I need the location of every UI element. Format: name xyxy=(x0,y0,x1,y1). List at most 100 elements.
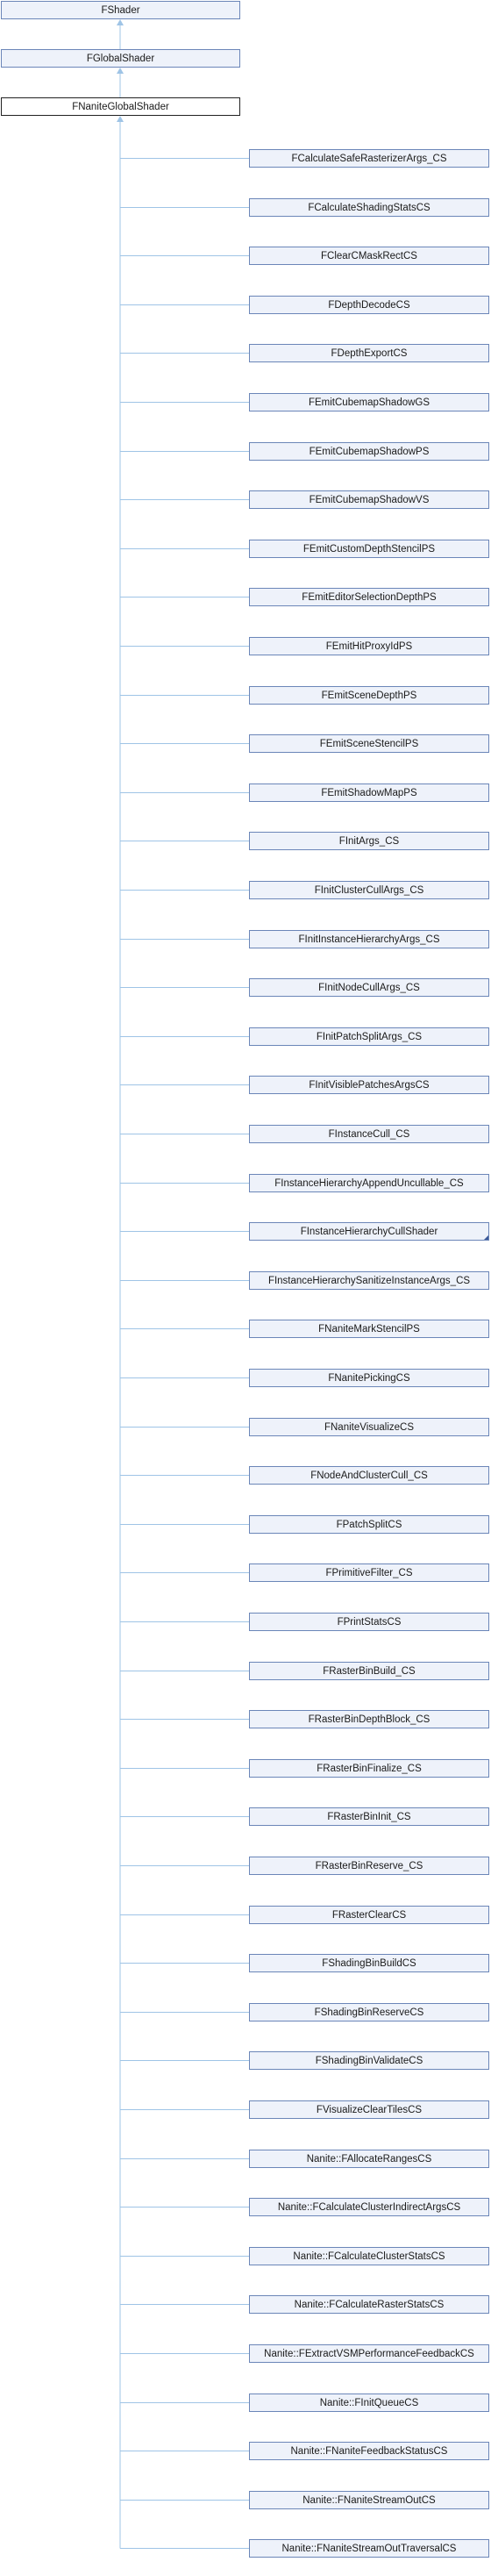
class-name-label: FCalculateShadingStatsCS xyxy=(308,202,431,213)
class-name-label: FEmitCustomDepthStencilPS xyxy=(302,543,436,555)
class-name-label: FPrimitiveFilter_CS xyxy=(325,1567,413,1578)
class-node-nanite-finitqueuecs[interactable]: Nanite::FInitQueueCS xyxy=(249,2394,489,2412)
class-node-frasterbinbuild-cs[interactable]: FRasterBinBuild_CS xyxy=(249,1662,489,1680)
class-node-femitscenestencilps[interactable]: FEmitSceneStencilPS xyxy=(249,734,489,753)
class-name-label: FShadingBinValidateCS xyxy=(315,2055,423,2066)
class-node-fcalculateshadingstatscs[interactable]: FCalculateShadingStatsCS xyxy=(249,198,489,217)
class-node-frasterbininit-cs[interactable]: FRasterBinInit_CS xyxy=(249,1807,489,1826)
class-name-label: FEmitEditorSelectionDepthPS xyxy=(302,591,437,603)
class-name-label: FInitNodeCullArgs_CS xyxy=(318,982,420,993)
class-node-finitpatchsplitargs-cs[interactable]: FInitPatchSplitArgs_CS xyxy=(249,1027,489,1046)
class-name-label: FDepthDecodeCS xyxy=(328,299,410,311)
class-name-label: Nanite::FNaniteFeedbackStatusCS xyxy=(290,2445,448,2457)
class-node-finitinstancehierarchyargs-cs[interactable]: FInitInstanceHierarchyArgs_CS xyxy=(249,930,489,948)
class-node-finstancehierarchycullshader[interactable]: FInstanceHierarchyCullShader xyxy=(249,1222,489,1241)
class-node-fprimitivefilter-cs[interactable]: FPrimitiveFilter_CS xyxy=(249,1563,489,1582)
class-node-finitclustercullargs-cs[interactable]: FInitClusterCullArgs_CS xyxy=(249,881,489,899)
class-name-label: FEmitSceneStencilPS xyxy=(319,738,419,749)
class-name-label: FInstanceHierarchyCullShader xyxy=(300,1226,438,1237)
class-name-label: FDepthExportCS xyxy=(331,347,408,359)
class-name-label: Nanite::FCalculateClusterStatsCS xyxy=(293,2250,445,2262)
class-node-frasterclearcs[interactable]: FRasterClearCS xyxy=(249,1906,489,1924)
class-name-label: Nanite::FInitQueueCS xyxy=(319,2397,419,2408)
class-node-finitnodecullargs-cs[interactable]: FInitNodeCullArgs_CS xyxy=(249,978,489,997)
class-name-label: FPrintStatsCS xyxy=(337,1616,402,1628)
class-node-nanite-fcalculateclusterindirectargscs[interactable]: Nanite::FCalculateClusterIndirectArgsCS xyxy=(249,2198,489,2216)
class-name-label: FInitArgs_CS xyxy=(338,835,400,847)
class-node-frasterbinreserve-cs[interactable]: FRasterBinReserve_CS xyxy=(249,1857,489,1875)
class-name-label: FInstanceHierarchyAppendUncullable_CS xyxy=(274,1177,464,1189)
class-node-fprintstatscs[interactable]: FPrintStatsCS xyxy=(249,1613,489,1631)
class-name-label: FInstanceHierarchySanitizeInstanceArgs_C… xyxy=(267,1275,471,1286)
class-name-label: FRasterBinInit_CS xyxy=(327,1811,411,1822)
class-node-finstancecull-cs[interactable]: FInstanceCull_CS xyxy=(249,1125,489,1143)
class-node-fnanitevisualizecs[interactable]: FNaniteVisualizeCS xyxy=(249,1418,489,1436)
class-node-femitscenedepthps[interactable]: FEmitSceneDepthPS xyxy=(249,686,489,705)
class-name-label: FNaniteMarkStencilPS xyxy=(318,1323,420,1335)
inheritance-arrowhead xyxy=(117,19,124,25)
class-node-nanite-fnanitestreamouttraversalcs[interactable]: Nanite::FNaniteStreamOutTraversalCS xyxy=(249,2539,489,2558)
class-node-femitcubemapshadowps[interactable]: FEmitCubemapShadowPS xyxy=(249,442,489,461)
class-name-label: FPatchSplitCS xyxy=(336,1519,402,1530)
class-node-nanite-fcalculateclusterstatscs[interactable]: Nanite::FCalculateClusterStatsCS xyxy=(249,2247,489,2265)
class-name-label: Nanite::FNaniteStreamOutCS xyxy=(302,2494,436,2506)
class-node-frasterbinfinalize-cs[interactable]: FRasterBinFinalize_CS xyxy=(249,1759,489,1778)
class-name-label: FVisualizeClearTilesCS xyxy=(316,2104,423,2115)
class-name-label: Nanite::FCalculateRasterStatsCS xyxy=(294,2299,445,2310)
class-node-femitcustomdepthstencilps[interactable]: FEmitCustomDepthStencilPS xyxy=(249,540,489,558)
class-name-label: FRasterBinBuild_CS xyxy=(323,1665,416,1677)
expand-corner-icon[interactable] xyxy=(484,1235,488,1240)
class-name-label: FEmitCubemapShadowVS xyxy=(309,494,430,505)
class-name-label: Nanite::FCalculateClusterIndirectArgsCS xyxy=(277,2201,461,2213)
class-node-fglobalshader[interactable]: FGlobalShader xyxy=(1,49,240,68)
class-node-finitargs-cs[interactable]: FInitArgs_CS xyxy=(249,832,489,850)
class-name-label: FRasterBinReserve_CS xyxy=(315,1860,423,1871)
class-node-fdepthdecodecs[interactable]: FDepthDecodeCS xyxy=(249,296,489,314)
class-node-fclearcmaskrectcs[interactable]: FClearCMaskRectCS xyxy=(249,247,489,265)
class-name-label: FShader xyxy=(101,4,140,16)
class-node-fpatchsplitcs[interactable]: FPatchSplitCS xyxy=(249,1515,489,1534)
class-node-femitshadowmapps[interactable]: FEmitShadowMapPS xyxy=(249,784,489,802)
class-node-fnodeandclustercull-cs[interactable]: FNodeAndClusterCull_CS xyxy=(249,1466,489,1485)
class-node-fnanitepickingcs[interactable]: FNanitePickingCS xyxy=(249,1369,489,1387)
class-node-finstancehierarchyappenduncullable-cs[interactable]: FInstanceHierarchyAppendUncullable_CS xyxy=(249,1174,489,1192)
class-node-finstancehierarchysanitizeinstanceargs-cs[interactable]: FInstanceHierarchySanitizeInstanceArgs_C… xyxy=(249,1271,489,1290)
class-node-nanite-fextractvsmperformancefeedbackcs[interactable]: Nanite::FExtractVSMPerformanceFeedbackCS xyxy=(249,2344,489,2363)
class-node-femitcubemapshadowvs[interactable]: FEmitCubemapShadowVS xyxy=(249,490,489,509)
class-name-label: FInitInstanceHierarchyArgs_CS xyxy=(298,934,440,945)
class-name-label: FNaniteGlobalShader xyxy=(72,101,169,112)
class-node-fdepthexportcs[interactable]: FDepthExportCS xyxy=(249,344,489,362)
class-name-label: Nanite::FExtractVSMPerformanceFeedbackCS xyxy=(264,2348,474,2359)
class-name-label: FEmitSceneDepthPS xyxy=(321,690,417,701)
class-name-label: FNodeAndClusterCull_CS xyxy=(310,1470,428,1481)
class-name-label: FGlobalShader xyxy=(86,53,155,64)
class-node-frasterbindepthblock-cs[interactable]: FRasterBinDepthBlock_CS xyxy=(249,1710,489,1728)
class-name-label: Nanite::FAllocateRangesCS xyxy=(306,2153,432,2165)
class-node-fshadingbinvalidatecs[interactable]: FShadingBinValidateCS xyxy=(249,2051,489,2070)
class-node-fshader[interactable]: FShader xyxy=(1,1,240,19)
class-node-femitcubemapshadowgs[interactable]: FEmitCubemapShadowGS xyxy=(249,393,489,411)
class-name-label: FCalculateSafeRasterizerArgs_CS xyxy=(291,153,447,164)
class-node-femiteditorselectiondepthps[interactable]: FEmitEditorSelectionDepthPS xyxy=(249,588,489,606)
class-node-nanite-fcalculaterasterstatscs[interactable]: Nanite::FCalculateRasterStatsCS xyxy=(249,2295,489,2314)
class-node-fshadingbinreservecs[interactable]: FShadingBinReserveCS xyxy=(249,2003,489,2021)
class-name-label: FEmitCubemapShadowGS xyxy=(308,397,431,408)
class-node-fnanitemarkstencilps[interactable]: FNaniteMarkStencilPS xyxy=(249,1320,489,1338)
class-name-label: FEmitShadowMapPS xyxy=(321,787,417,798)
class-node-nanite-fnanitestreamoutcs[interactable]: Nanite::FNaniteStreamOutCS xyxy=(249,2491,489,2509)
class-node-fvisualizecleartilescs[interactable]: FVisualizeClearTilesCS xyxy=(249,2100,489,2119)
class-node-femithitproxyidps[interactable]: FEmitHitProxyIdPS xyxy=(249,637,489,655)
inheritance-arrowhead xyxy=(117,116,124,122)
class-node-current: FNaniteGlobalShader xyxy=(1,97,240,116)
class-node-fshadingbinbuildcs[interactable]: FShadingBinBuildCS xyxy=(249,1954,489,1972)
class-node-nanite-fallocaterangescs[interactable]: Nanite::FAllocateRangesCS xyxy=(249,2150,489,2168)
class-name-label: FShadingBinBuildCS xyxy=(322,1957,416,1969)
class-name-label: FEmitCubemapShadowPS xyxy=(309,446,430,457)
class-node-fcalculatesaferasterizerargs-cs[interactable]: FCalculateSafeRasterizerArgs_CS xyxy=(249,149,489,168)
class-name-label: FRasterClearCS xyxy=(331,1909,407,1921)
class-node-finitvisiblepatchesargscs[interactable]: FInitVisiblePatchesArgsCS xyxy=(249,1076,489,1094)
class-node-nanite-fnanitefeedbackstatuscs[interactable]: Nanite::FNaniteFeedbackStatusCS xyxy=(249,2442,489,2460)
inheritance-arrowhead xyxy=(117,68,124,74)
class-name-label: FNaniteVisualizeCS xyxy=(324,1421,415,1433)
class-name-label: FShadingBinReserveCS xyxy=(314,2007,424,2018)
